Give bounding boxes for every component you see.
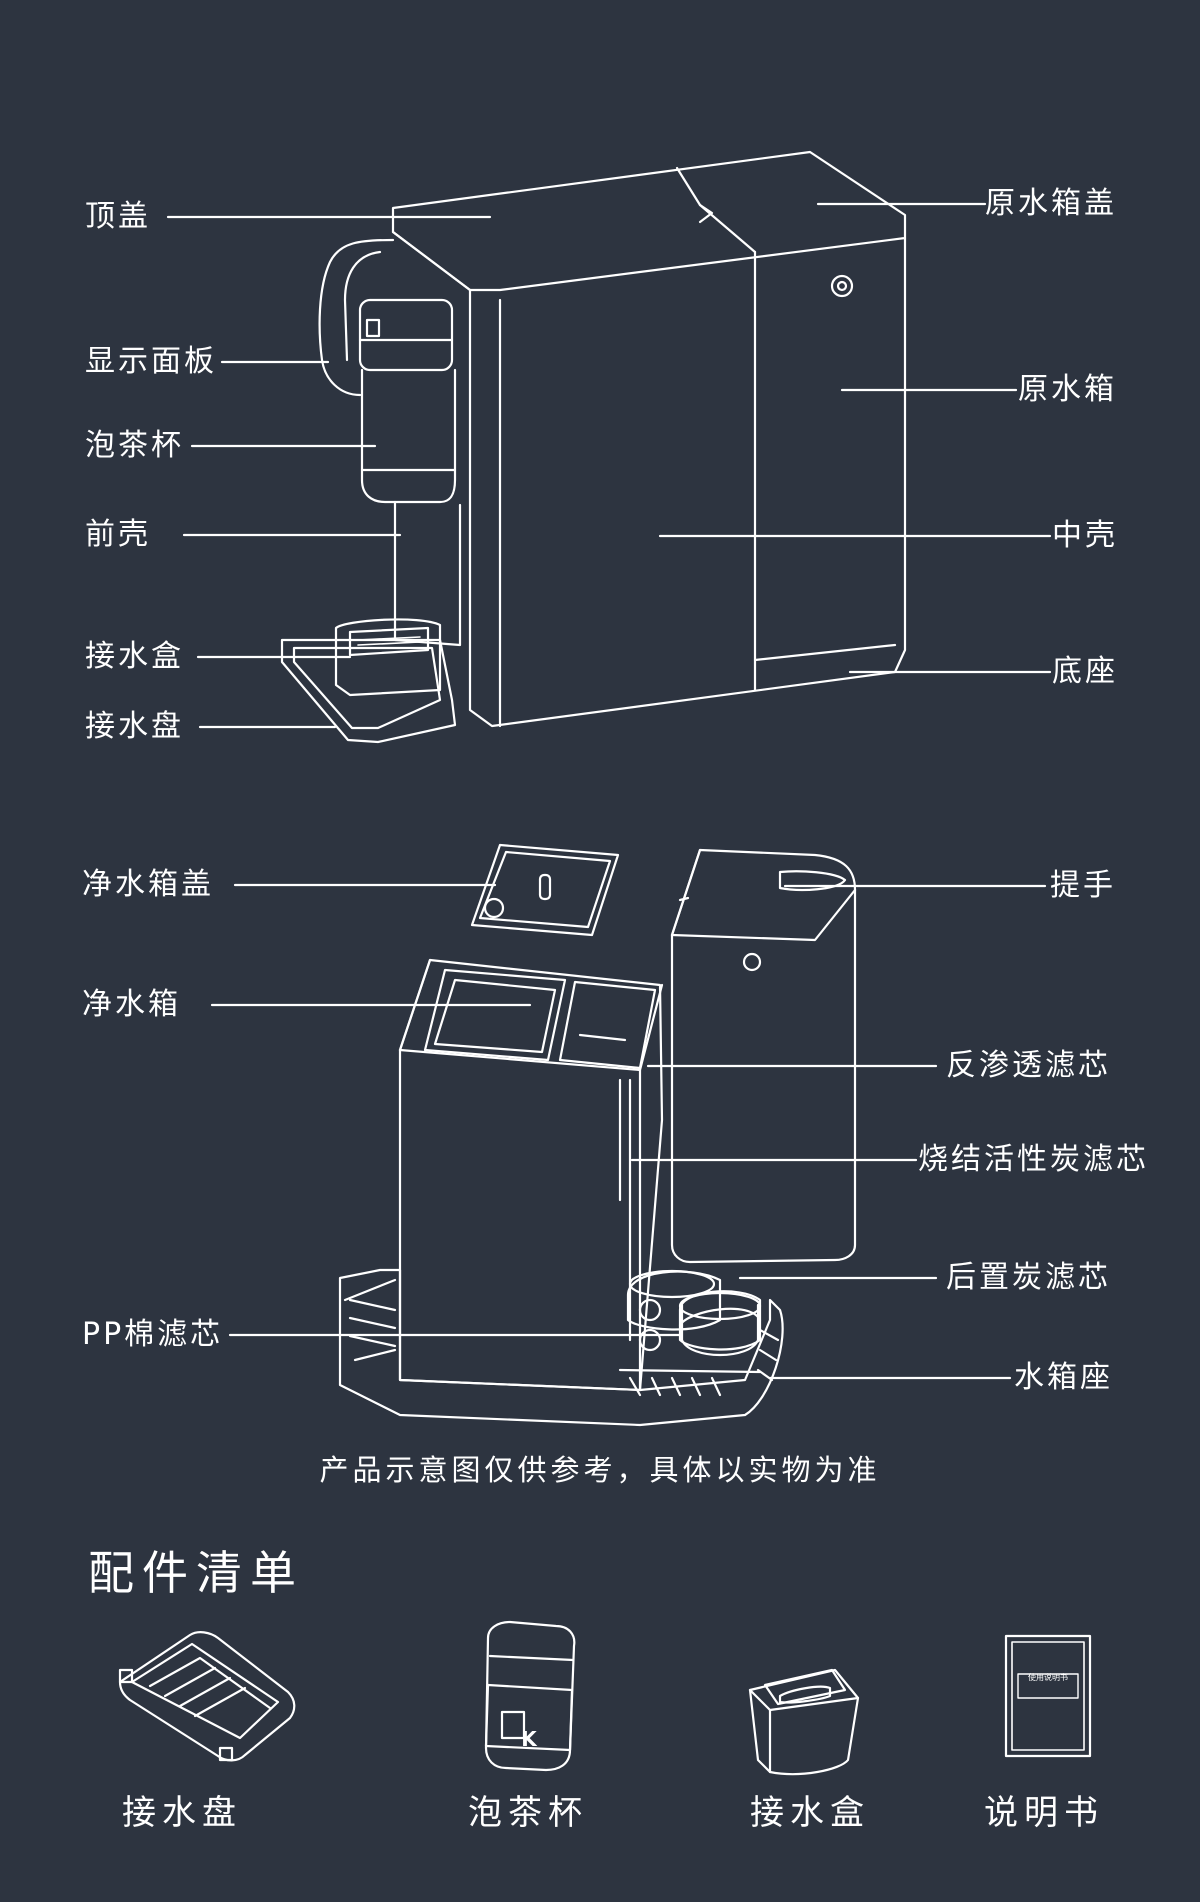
tank-base bbox=[338, 1268, 784, 1427]
label-water-box: 接水盒 bbox=[85, 639, 184, 674]
raw-water-tank bbox=[670, 848, 857, 1264]
label-clean-tank-lid: 净水箱盖 bbox=[82, 867, 214, 902]
label-middle-shell: 中壳 bbox=[1052, 518, 1118, 553]
label-raw-tank: 原水箱 bbox=[1018, 372, 1117, 407]
accessory-label-water-box: 接水盒 bbox=[750, 1793, 870, 1833]
manual-icon bbox=[1004, 1634, 1092, 1758]
label-raw-tank-lid: 原水箱盖 bbox=[985, 186, 1117, 221]
tea-cup-icon bbox=[484, 1620, 576, 1772]
label-drip-tray: 接水盘 bbox=[85, 709, 184, 744]
accessory-label-drip-tray: 接水盘 bbox=[122, 1793, 242, 1833]
assembled-machine bbox=[280, 150, 907, 744]
accessories-title: 配件清单 bbox=[88, 1546, 304, 1600]
cup-badge: K bbox=[521, 1727, 538, 1751]
label-display-panel: 显示面板 bbox=[85, 344, 217, 379]
accessory-label-tea-cup: 泡茶杯 bbox=[468, 1793, 588, 1833]
label-clean-tank: 净水箱 bbox=[82, 987, 181, 1022]
label-post-carbon-filter: 后置炭滤芯 bbox=[946, 1260, 1111, 1295]
label-front-shell: 前壳 bbox=[85, 517, 151, 552]
manual-text: 使用说明书 bbox=[1028, 1672, 1068, 1682]
label-pp-filter: PP棉滤芯 bbox=[82, 1317, 224, 1352]
label-ro-filter: 反渗透滤芯 bbox=[946, 1048, 1111, 1083]
water-box-icon bbox=[748, 1668, 860, 1776]
label-base: 底座 bbox=[1052, 654, 1118, 689]
label-tea-cup: 泡茶杯 bbox=[85, 428, 184, 463]
clean-tank bbox=[398, 958, 664, 1392]
label-handle: 提手 bbox=[1050, 868, 1116, 903]
label-sintered-carbon-filter: 烧结活性炭滤芯 bbox=[918, 1142, 1149, 1177]
accessory-label-manual: 说明书 bbox=[984, 1793, 1104, 1833]
label-top-lid: 顶盖 bbox=[85, 199, 151, 234]
drip-tray-icon bbox=[118, 1631, 296, 1762]
disclaimer-note: 产品示意图仅供参考，具体以实物为准 bbox=[319, 1453, 881, 1487]
label-tank-base: 水箱座 bbox=[1014, 1360, 1113, 1395]
clean-tank-lid bbox=[470, 843, 620, 937]
